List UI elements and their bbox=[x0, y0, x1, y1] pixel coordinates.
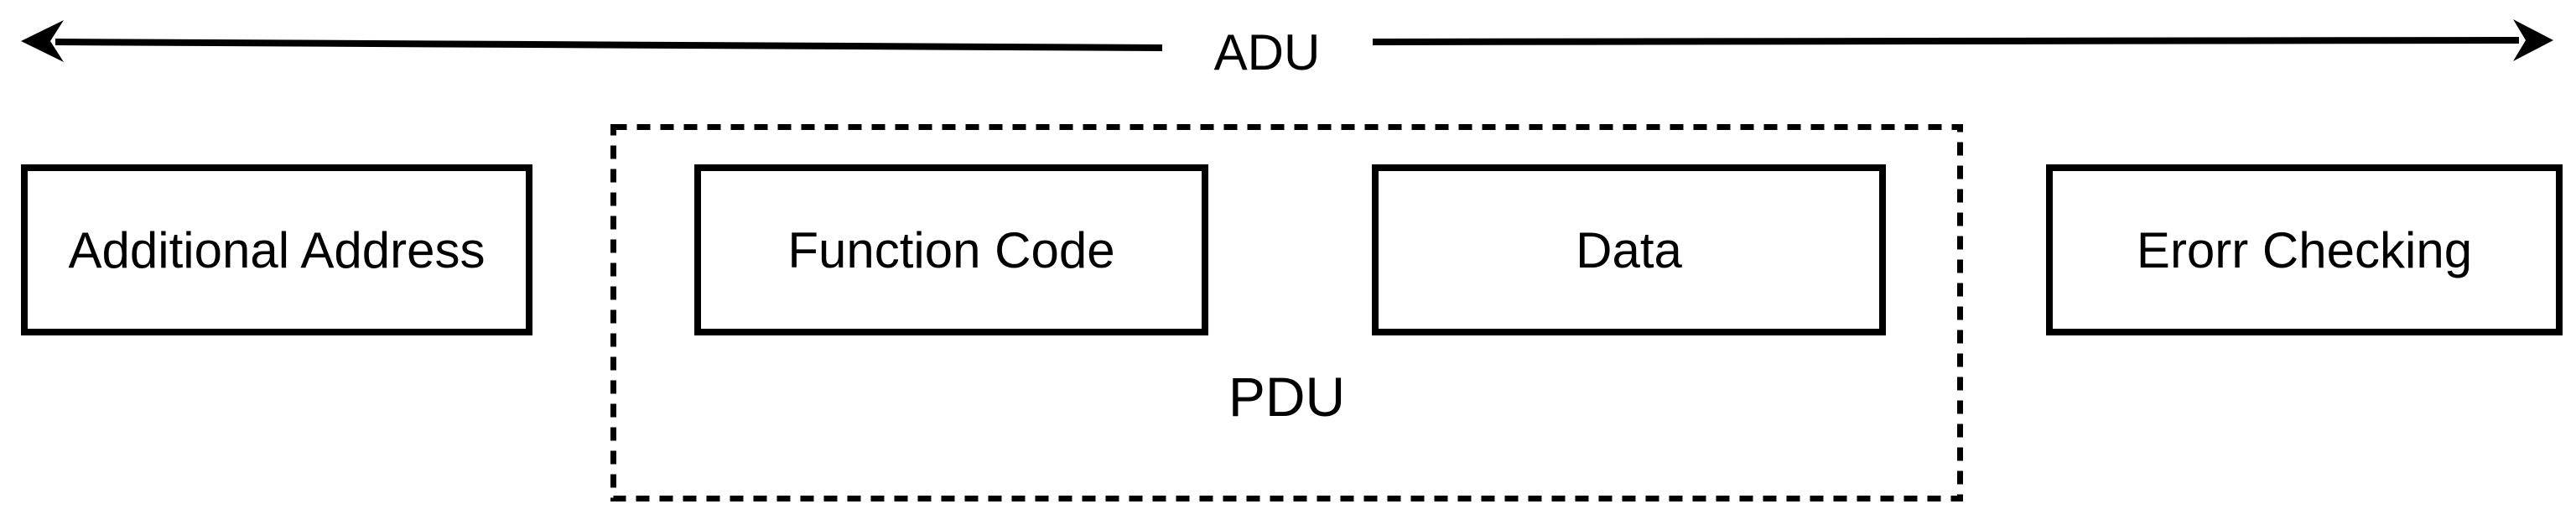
field-label-error-checking: Erorr Checking bbox=[2136, 221, 2473, 278]
field-label-function-code: Function Code bbox=[787, 221, 1115, 278]
field-box-data: Data bbox=[1372, 164, 1886, 335]
pdu-label: PDU bbox=[1228, 366, 1346, 428]
pdu-dashed-box bbox=[610, 124, 1963, 501]
field-label-data: Data bbox=[1576, 221, 1682, 278]
adu-arrow-line-right bbox=[1372, 37, 2520, 45]
field-box-additional-address: Additional Address bbox=[21, 164, 532, 335]
adu-arrow-line-left bbox=[55, 39, 1163, 51]
adu-label: ADU bbox=[1213, 24, 1321, 81]
field-box-function-code: Function Code bbox=[694, 164, 1208, 335]
arrowhead-left-icon bbox=[21, 20, 64, 62]
field-label-additional-address: Additional Address bbox=[68, 221, 486, 278]
arrowhead-right-icon bbox=[2513, 19, 2553, 61]
field-box-error-checking: Erorr Checking bbox=[2046, 164, 2563, 335]
